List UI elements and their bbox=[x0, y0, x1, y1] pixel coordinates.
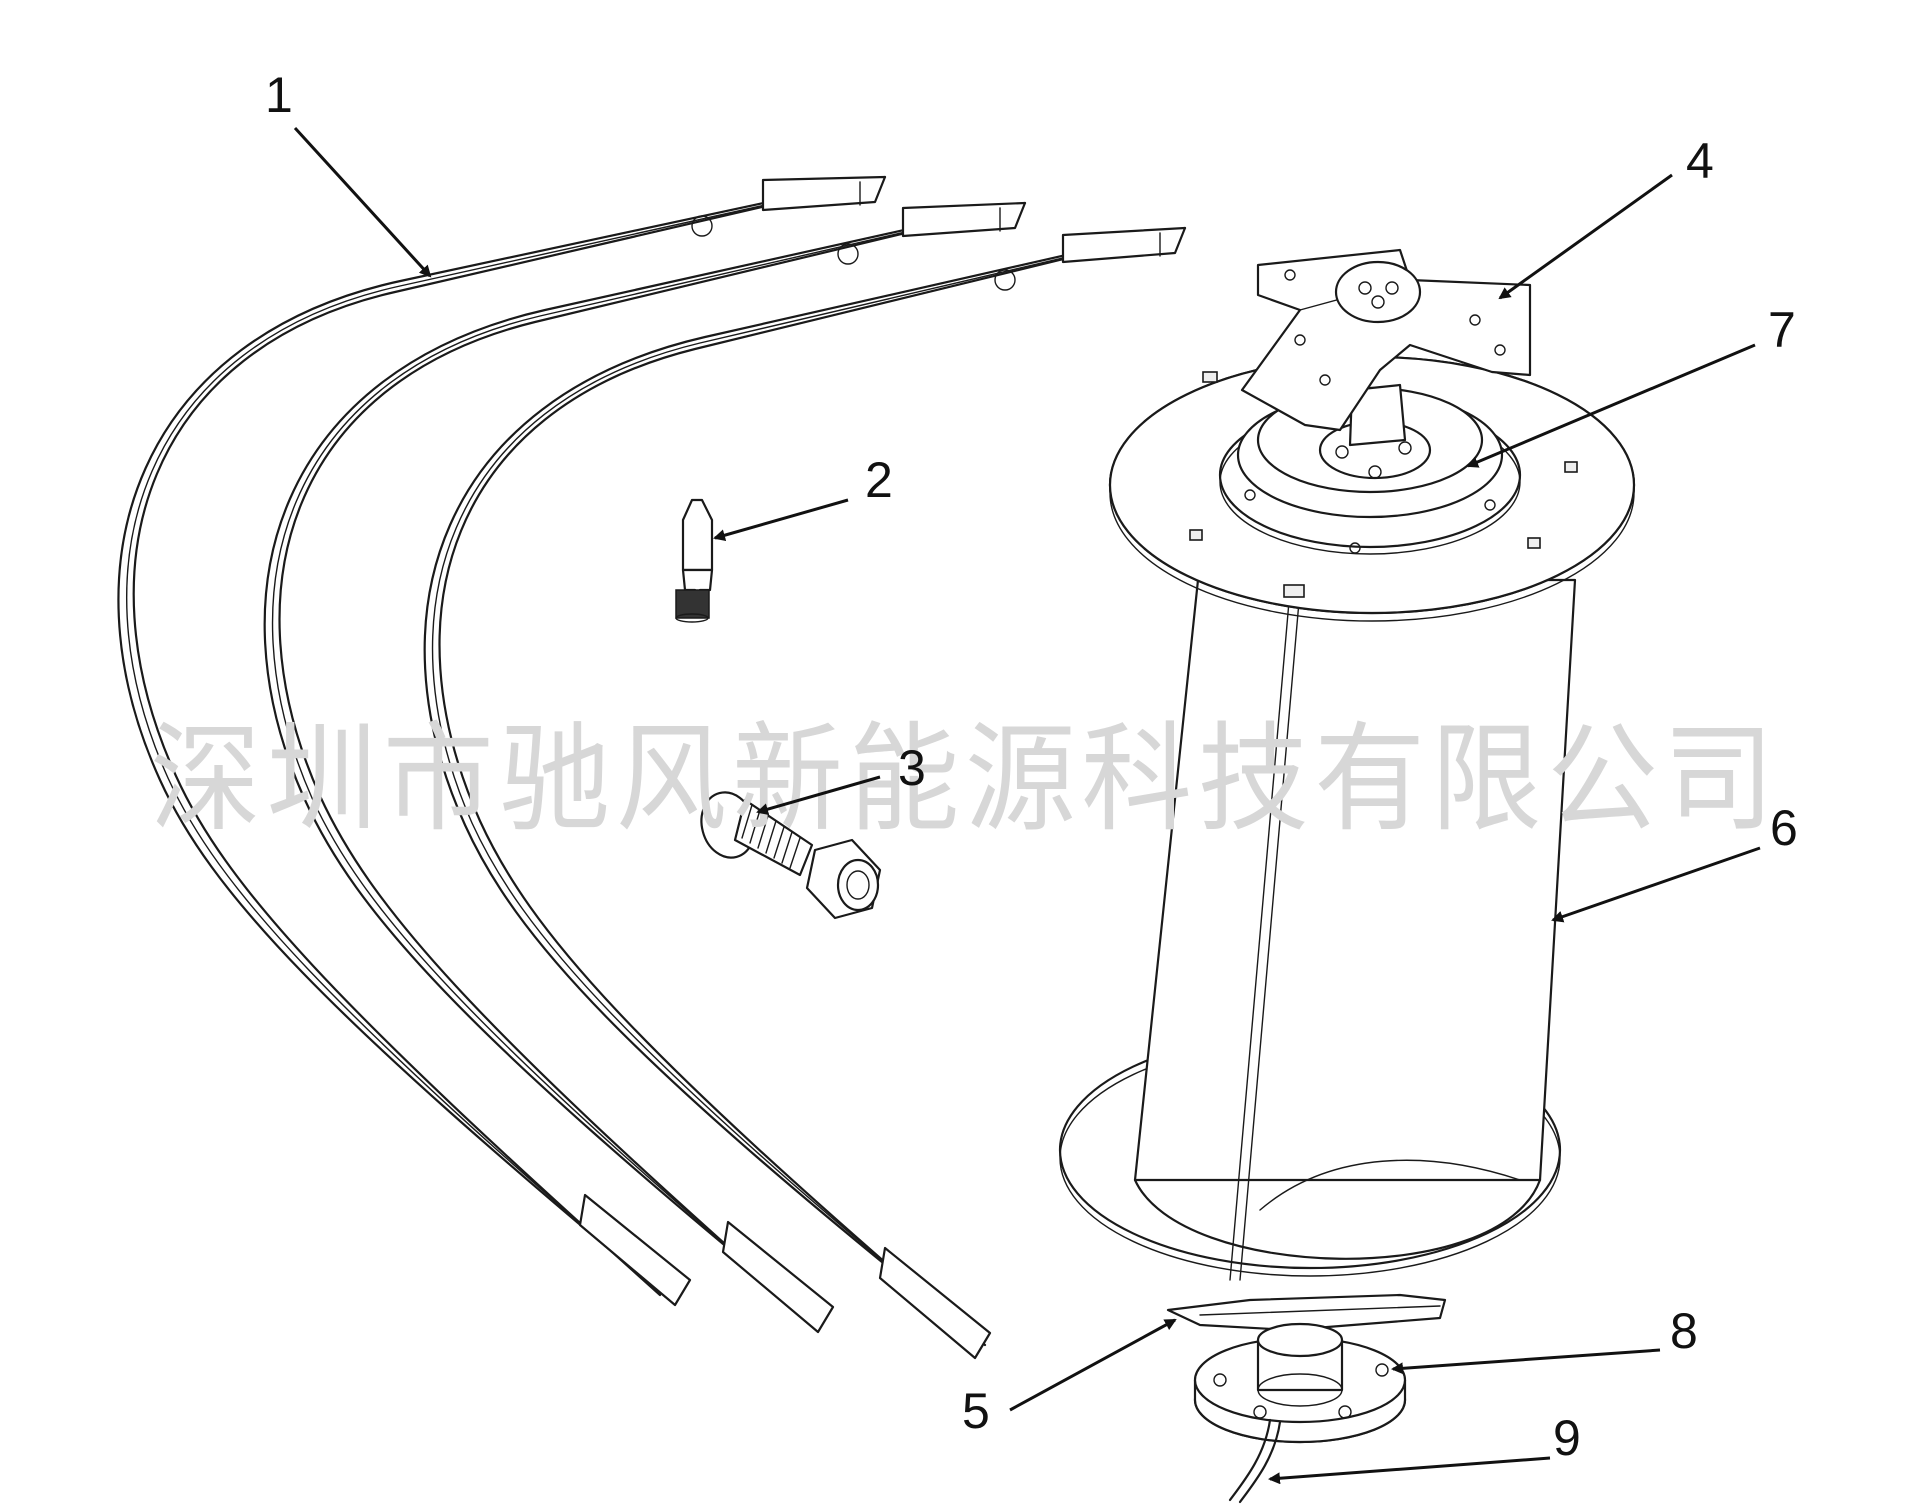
leader-1 bbox=[293, 126, 432, 278]
callout-2: 2 bbox=[865, 452, 893, 508]
blade-2 bbox=[263, 201, 1027, 1334]
blade-1 bbox=[117, 175, 887, 1307]
callout-5: 5 bbox=[962, 1383, 990, 1439]
leader-7 bbox=[1466, 343, 1756, 468]
leader-3 bbox=[756, 775, 881, 816]
base-flange bbox=[1193, 1322, 1407, 1444]
leader-4 bbox=[1498, 173, 1673, 300]
blade-3 bbox=[423, 226, 1187, 1360]
leader-9 bbox=[1268, 1456, 1551, 1485]
callout-8: 8 bbox=[1670, 1303, 1698, 1359]
callout-3: 3 bbox=[898, 740, 926, 796]
leader-6 bbox=[1551, 846, 1761, 923]
watermark-text: 深圳市驰风新能源科技有限公司 bbox=[150, 710, 1780, 848]
top-bracket bbox=[1240, 248, 1532, 432]
locating-pin bbox=[675, 498, 714, 623]
leader-8 bbox=[1391, 1348, 1661, 1375]
leader-2 bbox=[713, 498, 849, 542]
callout-4: 4 bbox=[1686, 133, 1714, 189]
callout-7: 7 bbox=[1768, 302, 1796, 358]
leader-5 bbox=[1009, 1318, 1177, 1412]
bottom-bracket bbox=[1166, 1293, 1447, 1332]
callout-6: 6 bbox=[1770, 800, 1798, 856]
power-cable bbox=[1228, 1418, 1282, 1504]
callout-1: 1 bbox=[265, 67, 293, 123]
callout-9: 9 bbox=[1553, 1410, 1581, 1466]
bolt-and-nut bbox=[700, 791, 882, 920]
